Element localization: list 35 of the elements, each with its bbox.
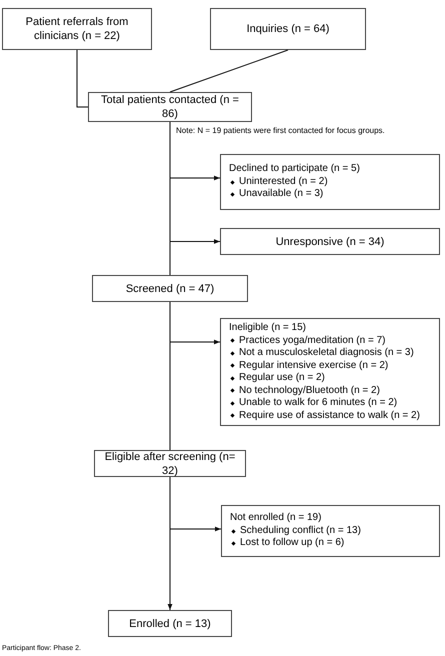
box-text: Inquiries (n = 64): [246, 22, 330, 36]
process-box: [2, 8, 152, 50]
list-item: Unable to walk for 6 minutes (n = 2): [239, 397, 398, 410]
note-text: Note: N = 19 patients were first contacted for focus groups.: [176, 125, 385, 137]
box-text: Unresponsive (n = 34): [276, 234, 384, 248]
box-text: Total patients contacted (n = 86): [100, 93, 240, 121]
box-heading: Ineligible (n = 15): [229, 322, 306, 334]
process-box: [92, 275, 248, 302]
list-box: [220, 154, 440, 210]
list-box: [220, 318, 440, 426]
list-item: Regular use (n = 2): [239, 372, 325, 384]
process-box: [88, 92, 252, 122]
list-item: No technology/Bluetooth (n = 2): [239, 384, 380, 397]
box-text: Patient referrals from clinicians (n = 22): [24, 15, 130, 43]
arrow: [168, 476, 172, 610]
box-heading: Not enrolled (n = 19): [230, 512, 322, 525]
process-box: [94, 450, 246, 477]
list-item: Lost to follow up (n = 6): [240, 537, 344, 550]
list-item: Unavailable (n = 3): [239, 188, 324, 201]
list-item: Uninterested (n = 2): [239, 176, 328, 188]
list-item: Scheduling conflict (n = 13): [240, 524, 361, 538]
list-item: Require use of assistance to walk (n = 2): [239, 410, 420, 422]
box-heading: Declined to participate (n = 5): [229, 163, 360, 176]
list-item: Practices yoga/meditation (n = 7): [239, 334, 386, 347]
list-item: Not a musculoskeletal diagnosis (n = 3): [239, 347, 414, 360]
process-box: [210, 8, 366, 50]
connector-line: [170, 50, 288, 92]
box-text: Eligible after screening (n= 32): [104, 450, 236, 478]
process-box: [108, 610, 232, 637]
box-text: Enrolled (n = 13): [129, 616, 211, 630]
process-box: [220, 228, 440, 255]
box-text: Screened (n = 47): [126, 282, 214, 296]
list-box: [221, 505, 440, 557]
connector-line: [76, 50, 88, 108]
list-item: Regular intensive exercise (n = 2): [239, 360, 388, 372]
